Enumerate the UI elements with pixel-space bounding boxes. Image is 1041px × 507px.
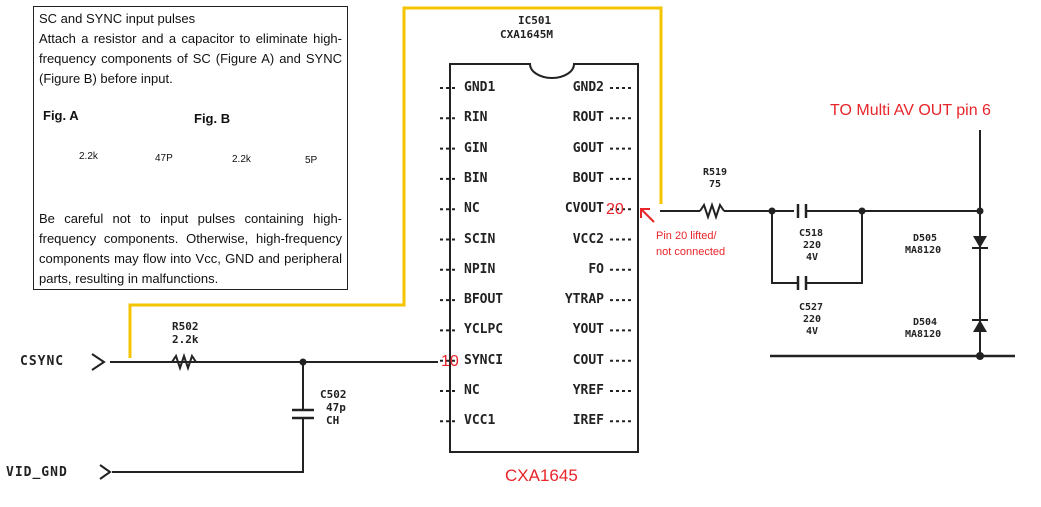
ic-right-pin-label: VCC2 <box>572 231 604 247</box>
r519-value: 75 <box>709 179 722 190</box>
rail-bottom-junction <box>976 352 984 360</box>
c502-value: 47p <box>326 401 346 414</box>
note-paragraph-1: Attach a resistor and a capacitor to eli… <box>39 31 342 86</box>
ic-left-pin-label: SCIN <box>464 231 496 247</box>
ic-left-pin-label: RIN <box>464 110 488 126</box>
note-box: SC and SYNC input pulses Attach a resist… <box>33 6 348 290</box>
r519-resistor <box>699 201 725 221</box>
ic-right-pin-label: COUT <box>572 352 604 368</box>
ic-right-pin-label: FO <box>588 261 604 277</box>
note-paragraph-2: Be careful not to input pulses containin… <box>39 211 342 286</box>
ic-right-pin-label: YREF <box>572 383 604 398</box>
pin20-note-line2: not connected <box>656 246 726 258</box>
vid-gnd-label: VID_GND <box>6 465 68 480</box>
c527-left-wire <box>771 211 798 284</box>
ic-right-pin-label: CVOUT <box>564 201 604 217</box>
d504-diode <box>973 320 987 332</box>
ic-right-pin-label: GOUT <box>572 140 604 156</box>
pin10-label: 10 <box>441 353 459 370</box>
c502-ref: C502 <box>320 388 347 401</box>
ic-left-pin-label: GIN <box>464 140 488 156</box>
r502-value: 2.2k <box>172 333 199 346</box>
ic-left-pin-label: NC <box>464 201 480 217</box>
ic-right-pin-label: GND2 <box>572 80 604 95</box>
c518-value: 220 <box>803 240 822 251</box>
ic-right-pin-label: ROUT <box>572 110 604 126</box>
d504-ref: D504 <box>913 317 938 328</box>
c518-ref: C518 <box>799 228 824 239</box>
c527-value: 220 <box>803 314 822 325</box>
note-title: SC and SYNC input pulses <box>39 11 196 26</box>
to-multi-av-out-label: TO Multi AV OUT pin 6 <box>830 102 991 119</box>
c527-ref: C527 <box>799 302 824 313</box>
fig-a-capacitor-value: 47P <box>155 153 173 164</box>
fig-b-capacitor-value: 5P <box>305 155 318 166</box>
ic-left-pin-label: YCLPC <box>464 322 504 338</box>
ic-part: CXA1645M <box>500 28 553 41</box>
ic-left-pin-label: BIN <box>464 170 488 186</box>
d504-part: MA8120 <box>905 329 942 340</box>
r502-ref: R502 <box>172 320 199 333</box>
fig-a-label: Fig. A <box>43 108 79 123</box>
yellow-wire <box>128 6 663 358</box>
ic-left-pin-label: VCC1 <box>464 413 496 429</box>
r519-ref: R519 <box>703 167 728 178</box>
ic-body <box>449 63 639 453</box>
pin20-pointer-head <box>640 208 650 218</box>
csync-label: CSYNC <box>20 354 65 369</box>
fig-b-resistor-value: 2.2k <box>232 154 251 165</box>
ic-left-pin-label: GND1 <box>464 80 496 95</box>
rail-top-junction <box>976 207 984 215</box>
pin-marks-group <box>440 87 634 423</box>
c527-right-wire <box>806 211 863 284</box>
ic-right-pin-label: YTRAP <box>564 292 604 308</box>
ic-left-pin-label: NPIN <box>464 261 496 277</box>
pin20-label: 20 <box>606 201 624 218</box>
ic-caption: CXA1645 <box>505 466 578 485</box>
ic-left-pin-label: NC <box>464 383 480 398</box>
vid-gnd-arrow <box>99 464 112 480</box>
ic-right-pin-label: BOUT <box>572 170 604 186</box>
c502-type: CH <box>326 414 340 427</box>
c527-voltage: 4V <box>806 326 819 337</box>
r502-resistor <box>171 352 197 372</box>
ic-right-pin-label: YOUT <box>572 322 604 338</box>
d505-ref: D505 <box>913 233 938 244</box>
ic-left-pin-label: SYNCI <box>464 352 504 368</box>
fig-b-label: Fig. B <box>194 111 231 126</box>
ic-right-pin-label: IREF <box>572 413 604 429</box>
fig-a-resistor-value: 2.2k <box>79 151 98 162</box>
vid-gnd-wire <box>112 418 304 473</box>
d505-part: MA8120 <box>905 245 942 256</box>
ic-ref: IC501 <box>518 14 552 27</box>
pin20-pointer <box>641 209 655 223</box>
pin20-note-line1: Pin 20 lifted/ <box>656 230 717 242</box>
csync-arrow <box>91 353 106 371</box>
d505-diode <box>973 236 987 248</box>
c518-voltage: 4V <box>806 252 819 263</box>
ic-left-pin-label: BFOUT <box>464 292 504 308</box>
